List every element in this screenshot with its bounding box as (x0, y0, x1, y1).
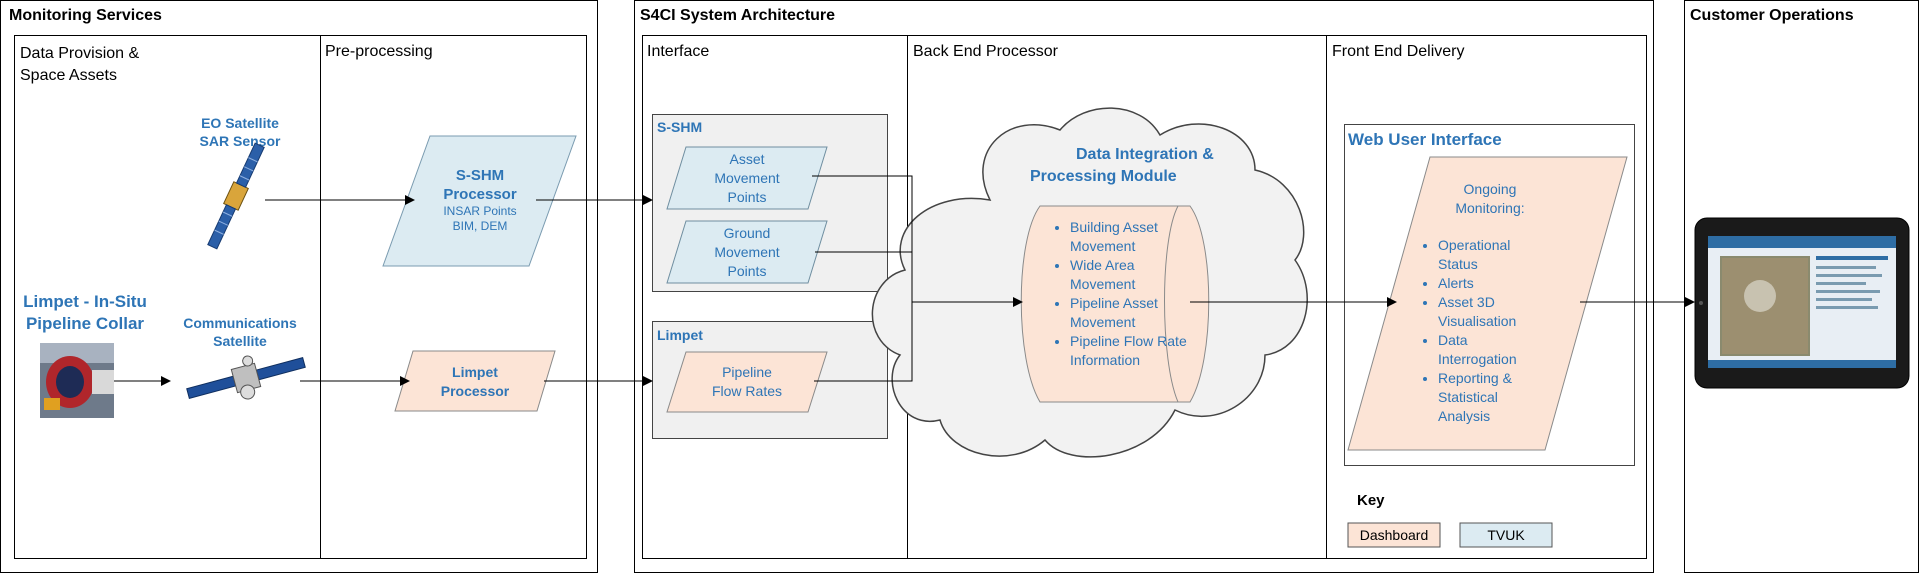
processing-module-title: Data Integration & Processing Module (1030, 146, 1214, 185)
communications-satellite-label: Communications Satellite (183, 315, 297, 349)
sshm-processor-label: S-SHM Processor INSAR Points BIM, DEM (443, 167, 517, 233)
monitoring-services-panel (0, 0, 598, 573)
web-ui-title: Web User Interface (1348, 130, 1502, 149)
frontend-item: Alerts (1438, 274, 1550, 293)
backend-item: Wide Area Movement (1070, 256, 1190, 294)
interface-sshm-title: S-SHM (657, 119, 703, 135)
frontend-item: Data Interrogation (1438, 331, 1550, 369)
asset-movement-label: Asset Movement Points (714, 151, 780, 205)
communications-satellite-icon (186, 355, 306, 400)
pipeline-flow-shape (666, 351, 828, 413)
data-provision-heading: Data Provision & Space Assets (20, 45, 140, 84)
ground-movement-label: Ground Movement Points (714, 225, 780, 279)
limpet-processor-label: Limpet Processor (440, 364, 510, 399)
tablet-icon (1694, 217, 1910, 389)
key-tvuk-swatch (1459, 522, 1553, 548)
limpet-collar-icon (40, 343, 114, 418)
ongoing-monitoring-heading: Ongoing Monitoring: (1455, 181, 1525, 216)
monitoring-columns-frame (14, 35, 587, 559)
s4ci-columns-frame (642, 35, 1647, 559)
backend-item: Building Asset Movement (1070, 218, 1190, 256)
interface-heading: Interface (647, 43, 710, 60)
customer-operations-title: Customer Operations (1690, 7, 1854, 24)
monitoring-services-title: Monitoring Services (9, 7, 162, 24)
preprocessing-heading: Pre-processing (325, 43, 433, 60)
processing-module-list: Building Asset Movement Wide Area Moveme… (1030, 218, 1190, 370)
preprocessing-divider (320, 35, 321, 559)
key-tvuk-label: TVUK (1487, 527, 1525, 543)
key-dashboard-swatch (1347, 522, 1441, 548)
sshm-processor-shape (382, 135, 577, 267)
key-dashboard-label: Dashboard (1359, 527, 1429, 543)
eo-satellite-icon (207, 142, 265, 250)
eo-satellite-label: EO Satellite SAR Sensor (199, 115, 281, 149)
pipeline-flow-label: Pipeline Flow Rates (711, 364, 783, 399)
web-ui-content-shape (1347, 156, 1628, 451)
frontend-divider (1326, 35, 1327, 559)
s4ci-architecture-panel (634, 0, 1654, 573)
back-end-heading: Back End Processor (913, 43, 1058, 60)
customer-operations-panel (1684, 0, 1919, 573)
limpet-insitu-label: Limpet - In-Situ Pipeline Collar (23, 292, 147, 333)
ground-movement-shape (666, 220, 828, 284)
s4ci-architecture-title: S4CI System Architecture (640, 7, 836, 24)
key-title: Key (1357, 492, 1385, 509)
frontend-feature-list: Operational Status Alerts Asset 3D Visua… (1400, 236, 1550, 426)
backend-item: Pipeline Asset Movement (1070, 294, 1190, 332)
interface-limpet-title: Limpet (657, 327, 703, 343)
limpet-processor-shape (394, 350, 556, 412)
frontend-item: Operational Status (1438, 236, 1550, 274)
processing-module-shape (1020, 205, 1210, 403)
asset-movement-shape (666, 146, 828, 210)
frontend-item: Asset 3D Visualisation (1438, 293, 1550, 331)
front-end-heading: Front End Delivery (1332, 43, 1465, 60)
frontend-item: Reporting & Statistical Analysis (1438, 369, 1550, 426)
backend-item: Pipeline Flow Rate Information (1070, 332, 1190, 370)
